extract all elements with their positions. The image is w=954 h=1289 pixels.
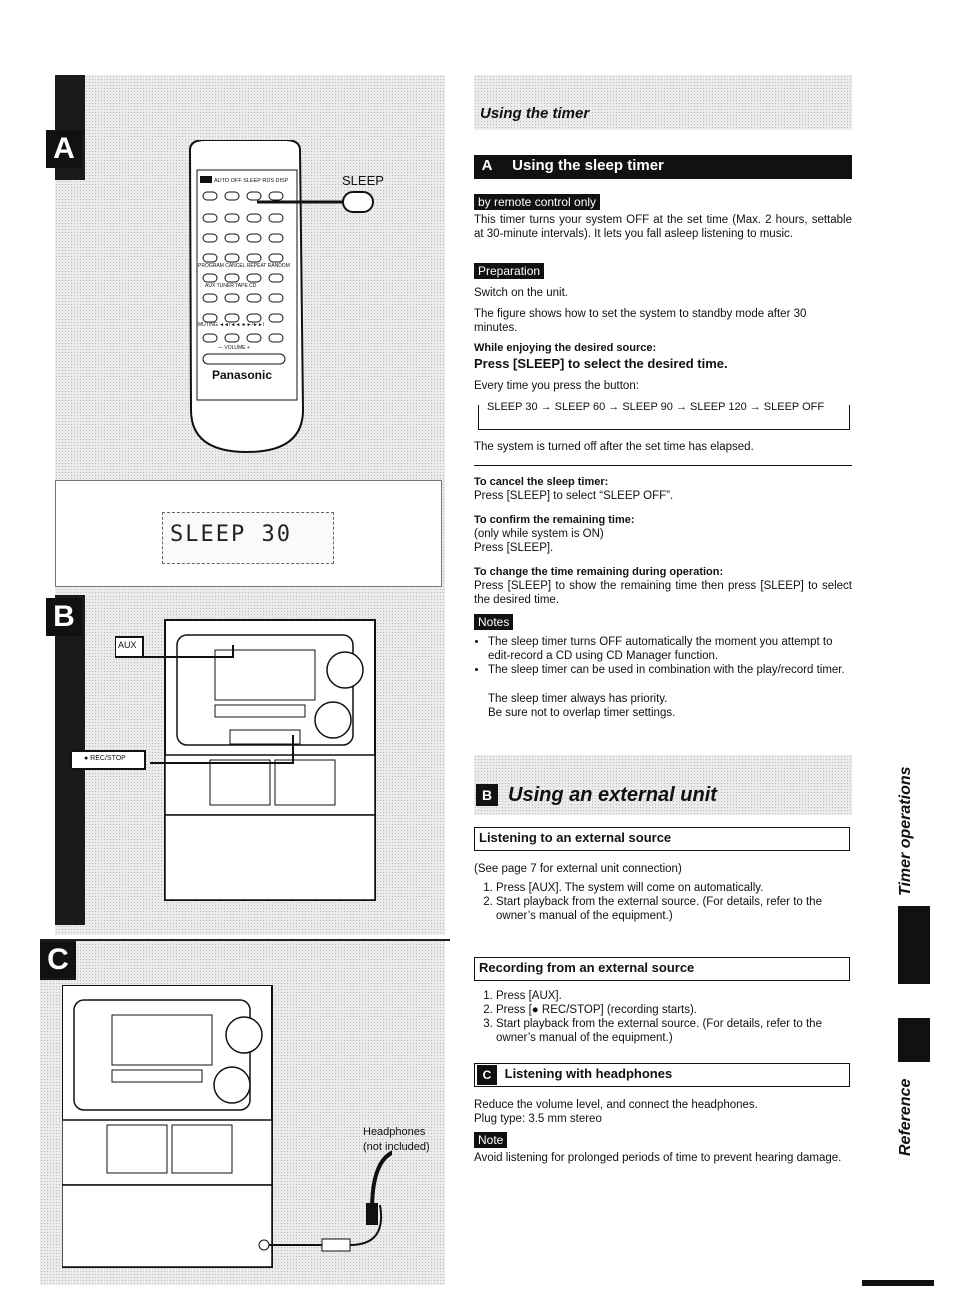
remote-row-label-4: — VOLUME +: [218, 345, 250, 351]
remote-row-label-2: AUX TUNER TAPE CD: [205, 283, 257, 289]
change-head: To change the time remaining during oper…: [474, 566, 724, 578]
page-title: Using the timer: [480, 105, 590, 122]
figure-a-letter: A: [46, 130, 82, 168]
section-b-shading: [474, 755, 852, 815]
section-c-title: Listening with headphones: [504, 1066, 673, 1081]
section-c-letter: C: [477, 1065, 497, 1085]
display-text: SLEEP 30: [170, 522, 292, 547]
section-a-intro: This timer turns your system OFF at the …: [474, 214, 852, 240]
confirm-head: To confirm the remaining time:: [474, 514, 635, 526]
listen-step: Start playback from the external source.…: [496, 895, 852, 923]
section-b-title: Using an external unit: [508, 784, 717, 806]
sidebar-reference: Reference: [897, 1078, 914, 1156]
divider: [474, 465, 852, 466]
notes-list: The sleep timer turns OFF automatically …: [474, 635, 852, 677]
record-step: Press [● REC/STOP] (recording starts).: [496, 1003, 852, 1017]
record-steps: Press [AUX]. Press [● REC/STOP] (recordi…: [474, 989, 852, 1045]
section-a-title: Using the sleep timer: [512, 157, 664, 174]
remote-top-keys: AUTO OFF SLEEP RDS DISP: [214, 178, 289, 184]
record-step: Press [AUX].: [496, 989, 852, 1003]
not-included-label: (not included): [363, 1141, 430, 1153]
turned-off-text: The system is turned off after the set t…: [474, 441, 754, 453]
stereo-system-b: [115, 619, 376, 901]
remote-row-label-3: MUTING ◄◄/◄◄ ►►/►►I: [198, 322, 265, 328]
notes-tag: Notes: [474, 614, 514, 630]
display-screen: [162, 512, 334, 564]
press-sleep-instruction: Press [SLEEP] to select the desired time…: [474, 356, 728, 371]
remote-row-label-1: PROGRAM CANCEL REPEAT RANDOM: [198, 263, 290, 269]
recstop-button: [70, 750, 146, 770]
aux-label: AUX: [118, 640, 137, 650]
recstop-label: ● REC/STOP: [84, 755, 126, 762]
record-step: Start playback from the external source.…: [496, 1017, 852, 1045]
sleep-cycle-text: SLEEP 30 → SLEEP 60 → SLEEP 90 → SLEEP 1…: [484, 400, 828, 414]
record-external-head: Recording from an external source: [474, 957, 850, 981]
header-shading: [474, 75, 852, 130]
sidebar-block-1: [898, 906, 930, 984]
prep-switch-on: Switch on the unit.: [474, 287, 568, 299]
headphones-label: Headphones: [363, 1126, 426, 1138]
see-page-text: (See page 7 for external unit connection…: [474, 863, 682, 875]
stereo-system-c: [62, 985, 392, 1268]
change-text: Press [SLEEP] to show the remaining time…: [474, 580, 852, 606]
sleep-cycle-box: [478, 405, 850, 430]
prep-figure-shows: The figure shows how to set the system t…: [474, 308, 807, 334]
remote-sleep-label: SLEEP: [342, 173, 384, 188]
figure-b-letter: B: [46, 598, 82, 636]
remote-brand: Panasonic: [212, 368, 273, 382]
cancel-head: To cancel the sleep timer:: [474, 476, 609, 488]
figure-c-letter: C: [40, 942, 76, 978]
while-enjoying: While enjoying the desired source:: [474, 342, 657, 354]
cancel-text: Press [SLEEP] to select “SLEEP OFF”.: [474, 490, 674, 502]
notes-extra-2: Be sure not to overlap timer settings.: [488, 707, 676, 719]
figure-c-rule: [40, 939, 450, 941]
confirm-text-1: (only while system is ON): [474, 528, 604, 540]
footer-bar: [862, 1280, 934, 1286]
note-tag: Note: [474, 1132, 508, 1148]
remote-only-tag: by remote control only: [474, 194, 601, 210]
listen-external-head: Listening to an external source: [474, 827, 850, 851]
preparation-tag: Preparation: [474, 263, 545, 279]
listen-step: Press [AUX]. The system will come on aut…: [496, 881, 852, 895]
section-a-header: A Using the sleep timer: [474, 155, 852, 179]
section-a-letter: A: [481, 157, 493, 174]
listen-steps: Press [AUX]. The system will come on aut…: [474, 881, 852, 923]
headphones-text-1: Reduce the volume level, and connect the…: [474, 1099, 758, 1111]
headphones-head-box: C Listening with headphones: [474, 1063, 850, 1087]
notes-extra-1: The sleep timer always has priority.: [488, 693, 668, 705]
sidebar-timer-operations: Timer operations: [897, 766, 914, 896]
section-b-letter: B: [476, 784, 498, 806]
note-text: Avoid listening for prolonged periods of…: [474, 1152, 842, 1164]
note-item: The sleep timer can be used in combinati…: [488, 663, 852, 677]
confirm-text-2: Press [SLEEP].: [474, 542, 554, 554]
remote-control: [188, 140, 374, 454]
headphones-text-2: Plug type: 3.5 mm stereo: [474, 1113, 602, 1125]
every-time-text: Every time you press the button:: [474, 380, 639, 392]
note-item: The sleep timer turns OFF automatically …: [488, 635, 852, 663]
sidebar-block-2: [898, 1018, 930, 1062]
